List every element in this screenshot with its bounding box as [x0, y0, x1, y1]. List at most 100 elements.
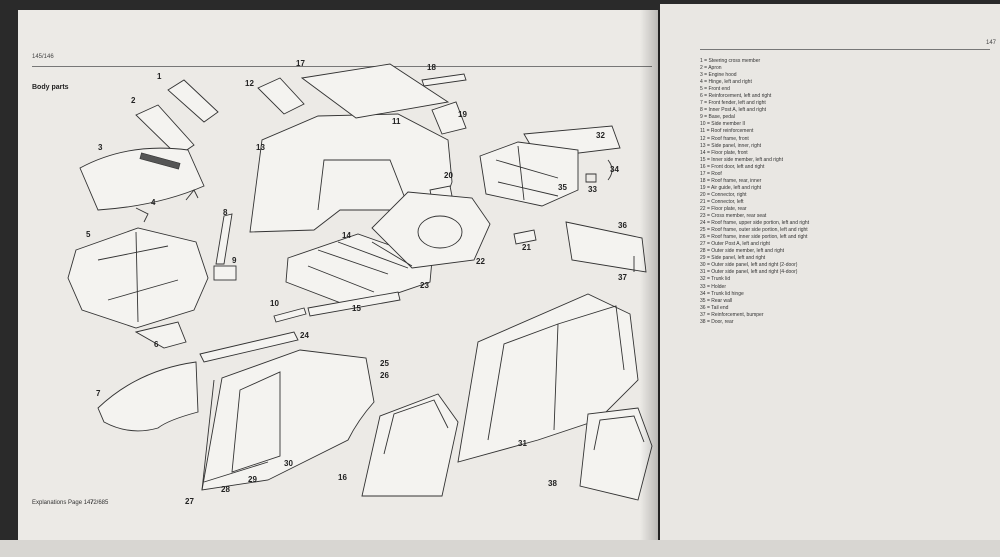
part-34-trunk-lid-hinge	[607, 159, 613, 181]
legend-item: 19 = Air guide, left and right	[700, 184, 762, 191]
part-36-tail-end	[565, 221, 647, 273]
legend-item: 31 = Outer side panel, left and right (4…	[700, 269, 798, 276]
legend-item: 26 = Roof frame, inner side portion, lef…	[700, 234, 808, 241]
part-16-front-door	[361, 393, 459, 497]
legend-item: 36 = Tail end	[700, 304, 729, 311]
callout-13: 13	[256, 143, 265, 152]
legend-item: 21 = Connector, left	[700, 198, 744, 205]
footer-code: 72/685	[90, 500, 109, 506]
callout-15: 15	[352, 304, 361, 313]
legend-item: 25 = Roof frame, outer side portion, lef…	[700, 227, 808, 234]
right-page: 147 1 = Steering cross member 2 = Apron …	[660, 4, 1000, 544]
callout-18: 18	[427, 63, 436, 72]
callout-22: 22	[476, 257, 485, 266]
callout-29: 29	[248, 475, 257, 484]
callout-17: 17	[296, 59, 305, 68]
legend-item: 2 = Apron	[700, 65, 722, 72]
part-4-hinge	[135, 189, 199, 223]
legend-item: 8 = Inner Post A, left and right	[700, 107, 767, 114]
part-30-outer-side-panel-2-door	[201, 349, 375, 491]
callout-9: 9	[232, 256, 237, 265]
callout-38: 38	[548, 479, 557, 488]
legend-item: 14 = Floor plate, front	[700, 149, 748, 156]
section-title: Body parts	[32, 84, 69, 91]
part-33-holder	[585, 173, 597, 183]
legend-item: 23 = Cross member, rear seat	[700, 213, 767, 220]
legend-item: 30 = Outer side panel, left and right (2…	[700, 262, 798, 269]
legend-item: 38 = Door, rear	[700, 318, 734, 325]
callout-4: 4	[151, 198, 156, 207]
legend-item: 28 = Outer side member, left and right	[700, 248, 785, 255]
callout-20: 20	[444, 171, 453, 180]
part-21-connector-left	[513, 229, 537, 245]
callout-10: 10	[270, 299, 279, 308]
legend-item: 15 = Inner side member, left and right	[700, 156, 783, 163]
legend-item: 1 = Steering cross member	[700, 58, 761, 64]
callout-8: 8	[223, 208, 228, 217]
legend-item: 12 = Roof frame, front	[700, 135, 749, 142]
callout-34: 34	[610, 165, 619, 174]
left-page-header: 145/146	[32, 54, 54, 60]
part-12-roof-frame-front	[257, 77, 305, 115]
legend-item: 11 = Roof reinforcement	[700, 128, 754, 135]
callout-26: 26	[380, 371, 389, 380]
part-18-roof-frame-rear	[421, 73, 467, 87]
part-23-cross-member-rear-seat	[371, 241, 413, 267]
callout-36: 36	[618, 221, 627, 230]
callout-32: 32	[596, 131, 605, 140]
legend-item: 29 = Side panel, left and right	[700, 255, 766, 262]
callout-28: 28	[221, 485, 230, 494]
part-29-side-panel	[231, 371, 281, 473]
callout-16: 16	[338, 473, 347, 482]
legend-item: 32 = Trunk lid	[700, 276, 731, 283]
part-7-front-fender	[97, 361, 199, 432]
legend-item: 35 = Rear wall	[700, 297, 733, 304]
left-page: 145/146 Body parts Explanations Page 147…	[18, 10, 658, 540]
legend-item: 37 = Reinforcement, bumper	[700, 311, 764, 318]
legend-item: 9 = Base, pedal	[700, 114, 735, 121]
callout-30: 30	[284, 459, 293, 468]
part-2-apron	[135, 104, 195, 157]
legend-item: 34 = Trunk lid hinge	[700, 290, 744, 297]
part-6-reinforcement	[134, 321, 187, 349]
callout-6: 6	[154, 340, 159, 349]
part-35-rear-wall	[479, 141, 579, 207]
callout-2: 2	[131, 96, 136, 105]
callout-23: 23	[420, 281, 429, 290]
part-5-front-end	[67, 227, 209, 329]
footer-label: Explanations Page 147	[32, 500, 94, 506]
part-28-outer-side-member	[203, 461, 269, 483]
callout-14: 14	[342, 231, 351, 240]
part-15-inner-side-member	[307, 291, 401, 317]
part-17-roof	[300, 63, 450, 119]
legend-item: 16 = Front door, left and right	[700, 163, 765, 170]
body-parts-exploded-diagram: 1 2 3 4 5 6 7 8 9 10 11 12 13 14 15 16 1…	[67, 59, 653, 506]
callout-1: 1	[157, 72, 162, 81]
callout-37: 37	[618, 273, 627, 282]
legend-item: 20 = Connector, right	[700, 191, 747, 198]
callout-35: 35	[558, 183, 567, 192]
callout-31: 31	[518, 439, 527, 448]
legend-item: 27 = Outer Post A, left and right	[700, 241, 770, 248]
part-1-steering-cross-member	[167, 79, 219, 123]
callout-5: 5	[86, 230, 91, 239]
legend-item: 4 = Hinge, left and right	[700, 79, 752, 86]
part-22-floor-plate-rear	[371, 191, 491, 269]
table-surface	[0, 540, 1000, 557]
right-header-rule	[700, 49, 990, 50]
callout-24: 24	[300, 331, 309, 340]
legend-item: 3 = Engine hood	[700, 72, 737, 79]
part-27-outer-post-a	[201, 379, 215, 491]
legend-item: 33 = Holder	[700, 283, 726, 290]
parts-legend: 1 = Steering cross member 2 = Apron 3 = …	[700, 58, 900, 326]
callout-21: 21	[522, 243, 531, 252]
legend-item: 22 = Floor plate, rear	[700, 205, 747, 212]
header-rule	[32, 66, 652, 67]
legend-item: 24 = Roof frame, upper side portion, lef…	[700, 220, 810, 227]
callout-33: 33	[588, 185, 597, 194]
legend-item: 18 = Roof frame, rear, inner	[700, 177, 762, 184]
callout-25: 25	[380, 359, 389, 368]
callout-11: 11	[392, 117, 401, 126]
callout-7: 7	[96, 389, 101, 398]
legend-item: 10 = Side member II	[700, 121, 746, 128]
